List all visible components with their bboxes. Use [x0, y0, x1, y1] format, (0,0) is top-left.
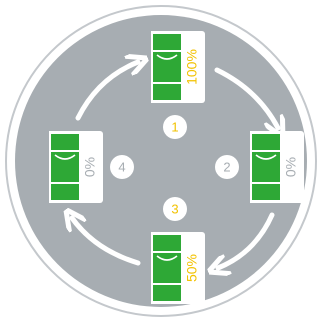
curved-arrow-icon [72, 218, 141, 266]
step-badge-3: 3 [163, 197, 187, 221]
battery-card-left: 0% [48, 130, 104, 204]
step-number: 4 [118, 160, 125, 175]
charge-label-bottom: 50% [184, 254, 200, 282]
step-number: 3 [171, 202, 178, 217]
step-number: 1 [171, 120, 178, 135]
charge-label-top: 100% [184, 49, 200, 85]
charge-label-left: 0% [82, 157, 98, 177]
battery-card-bottom: 50% [150, 231, 206, 305]
charge-label-right: 0% [283, 157, 299, 177]
step-badge-2: 2 [215, 155, 239, 179]
step-badge-4: 4 [110, 155, 134, 179]
step-number: 2 [223, 160, 230, 175]
battery-card-right: 0% [249, 130, 305, 204]
curved-arrow-icon [218, 212, 275, 268]
step-badge-1: 1 [163, 115, 187, 139]
curved-arrow-icon [75, 62, 138, 121]
curved-arrow-icon [214, 67, 278, 128]
battery-card-top: 100% [150, 30, 206, 104]
